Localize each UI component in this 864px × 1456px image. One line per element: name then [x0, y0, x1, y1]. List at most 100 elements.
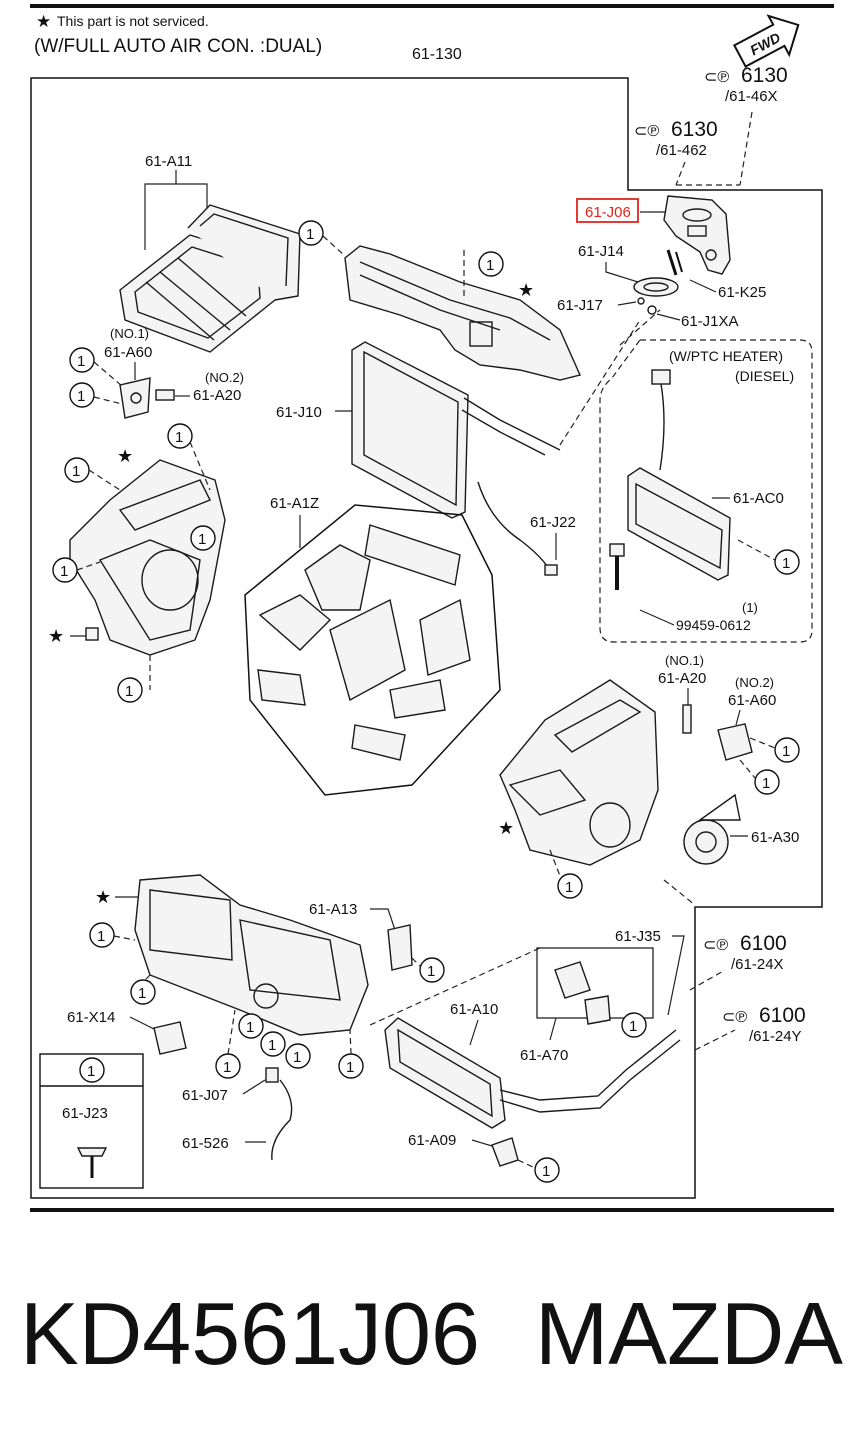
heater-core-part [384, 1017, 681, 1129]
callout-1: 1 [285, 1043, 311, 1069]
link-ref-icon: ⊂℗ [634, 123, 659, 140]
label-no2-b: (NO.2) [735, 675, 774, 690]
svg-text:1: 1 [427, 963, 435, 980]
actuator-b-part [717, 723, 753, 761]
heater-housing-part [499, 679, 659, 866]
label-no1: (NO.1) [110, 326, 149, 341]
svg-text:1: 1 [60, 563, 68, 580]
label-61-ac0[interactable]: 61-AC0 [733, 490, 784, 507]
label-61-526[interactable]: 61-526 [182, 1135, 229, 1152]
label-no2: (NO.2) [205, 370, 244, 385]
svg-text:/61-24X: /61-24X [731, 956, 784, 973]
bottom-rule [30, 1208, 834, 1212]
svg-text:6130: 6130 [671, 118, 718, 141]
ptc-heater-part [627, 369, 731, 581]
motor-part [683, 793, 741, 865]
label-61-j1xa[interactable]: 61-J1XA [681, 313, 739, 330]
svg-text:1: 1 [246, 1019, 254, 1036]
callout-1: 1 [621, 1012, 647, 1038]
svg-text:1: 1 [97, 928, 105, 945]
upper-duct-part [344, 245, 581, 381]
callout-1: 1 [774, 737, 800, 763]
svg-text:/61-24Y: /61-24Y [749, 1028, 802, 1045]
svg-text:/61-462: /61-462 [656, 142, 707, 159]
callout-1: 1 [190, 525, 216, 551]
label-61-a60-b[interactable]: 61-A60 [728, 692, 776, 709]
label-61-a20-b[interactable]: 61-A20 [658, 670, 706, 687]
label-61-a1z[interactable]: 61-A1Z [270, 495, 319, 512]
callout-1: 1 [69, 347, 95, 373]
svg-text:1: 1 [629, 1018, 637, 1035]
drain-connector-part [265, 1067, 279, 1083]
clip-part [491, 1137, 519, 1167]
label-diesel: (DIESEL) [735, 368, 794, 384]
callout-1: 1 [69, 382, 95, 408]
diagram-frame [30, 77, 823, 1199]
label-61-a60[interactable]: 61-A60 [104, 344, 152, 361]
label-99459-0612[interactable]: 99459-0612 [676, 617, 751, 633]
ref-6130-46x[interactable]: ⊂℗ 6130 /61-46X [704, 64, 788, 105]
gasket-part [633, 277, 679, 297]
actuator-part [119, 377, 175, 419]
not-serviced-note: This part is not serviced. [57, 13, 209, 29]
label-61-x14[interactable]: 61-X14 [67, 1009, 115, 1026]
label-61-a11[interactable]: 61-A11 [145, 153, 192, 170]
brand-name: MAZDA [535, 1284, 843, 1383]
label-61-a20[interactable]: 61-A20 [193, 387, 241, 404]
svg-text:1: 1 [782, 743, 790, 760]
label-61-j14[interactable]: 61-J14 [578, 243, 624, 260]
callout-1: 1 [52, 557, 78, 583]
label-61-j35[interactable]: 61-J35 [615, 928, 661, 945]
label-ptc-heater: (W/PTC HEATER) [669, 348, 783, 364]
part-number: KD4561J06 [20, 1284, 480, 1383]
label-61-j06[interactable]: 61-J06 [585, 204, 631, 221]
svg-text:6100: 6100 [740, 932, 787, 955]
svg-text:1: 1 [198, 531, 206, 548]
bolt-icon [609, 543, 625, 590]
seal-plate-part [663, 195, 731, 275]
group-label: 61-130 [412, 46, 462, 63]
label-61-k25[interactable]: 61-K25 [718, 284, 766, 301]
star-icon: ★ [498, 818, 514, 838]
svg-text:1: 1 [346, 1059, 354, 1076]
label-61-j10[interactable]: 61-J10 [276, 404, 322, 421]
svg-text:/61-46X: /61-46X [725, 88, 778, 105]
ref-6100-24y[interactable]: ⊂℗ 6100 /61-24Y [722, 1004, 806, 1045]
svg-text:1: 1 [306, 226, 314, 243]
svg-text:1: 1 [565, 879, 573, 896]
callout-1: 1 [774, 549, 800, 575]
svg-text:1: 1 [72, 463, 80, 480]
callout-1: 1 [419, 957, 445, 983]
label-61-j17[interactable]: 61-J17 [557, 297, 603, 314]
callout-1: 1 [754, 769, 780, 795]
svg-text:1: 1 [486, 257, 494, 274]
lower-case-part [134, 874, 369, 1036]
link-ref-icon: ⊂℗ [703, 937, 728, 954]
label-61-a13[interactable]: 61-A13 [309, 901, 357, 918]
callout-1: 1 [130, 979, 156, 1005]
callout-1: 1 [117, 677, 143, 703]
ref-6130-462[interactable]: ⊂℗ 6130 /61-462 [634, 118, 718, 159]
label-61-j07[interactable]: 61-J07 [182, 1087, 228, 1104]
blower-housing-part [69, 459, 226, 656]
callout-1: 1 [338, 1053, 364, 1079]
star-icon: ★ [36, 12, 51, 31]
label-no1-b: (NO.1) [665, 653, 704, 668]
callout-1: 1 [260, 1031, 286, 1057]
label-61-a10[interactable]: 61-A10 [450, 1001, 498, 1018]
lever-part [387, 924, 413, 971]
label-61-j23[interactable]: 61-J23 [62, 1105, 108, 1122]
star-icon: ★ [117, 446, 133, 466]
screw-icon [76, 1147, 108, 1178]
label-61-a70[interactable]: 61-A70 [520, 1047, 568, 1064]
callout-1: 1 [79, 1057, 105, 1083]
ref-6100-24x[interactable]: ⊂℗ 6100 /61-24X [703, 932, 787, 973]
doors-group [244, 504, 501, 796]
evaporator-part [351, 341, 561, 519]
label-61-j22[interactable]: 61-J22 [530, 514, 576, 531]
svg-text:1: 1 [762, 775, 770, 792]
label-61-a09[interactable]: 61-A09 [408, 1132, 456, 1149]
label-61-a30[interactable]: 61-A30 [751, 829, 799, 846]
svg-text:1: 1 [138, 985, 146, 1002]
